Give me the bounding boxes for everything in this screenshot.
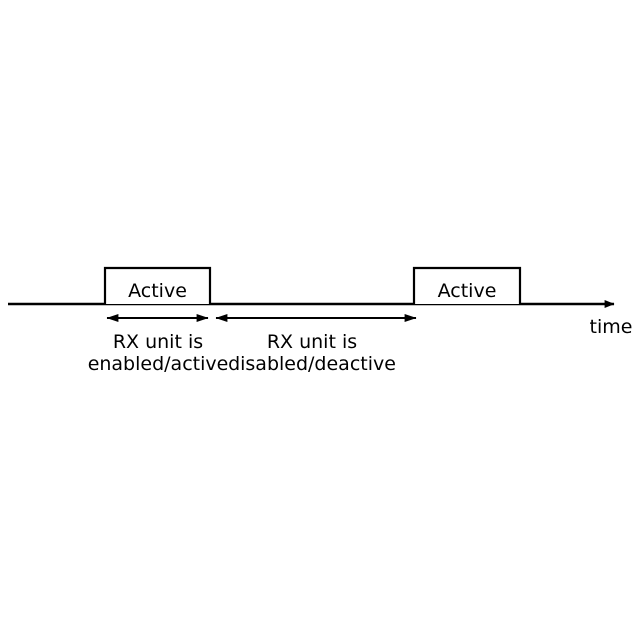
caption-enabled-line2: enabled/active: [88, 353, 229, 375]
pulse-label-2: Active: [438, 280, 497, 302]
pulse-label-1: Active: [128, 280, 187, 302]
pulse-box-1: [103, 266, 212, 304]
caption-enabled-line1: RX unit is: [113, 331, 203, 353]
time-axis-label: time: [590, 316, 633, 338]
caption-disabled-line1: RX unit is: [267, 331, 357, 353]
caption-disabled-line2: disabled/deactive: [228, 353, 396, 375]
pulse-box-2: [412, 266, 522, 304]
